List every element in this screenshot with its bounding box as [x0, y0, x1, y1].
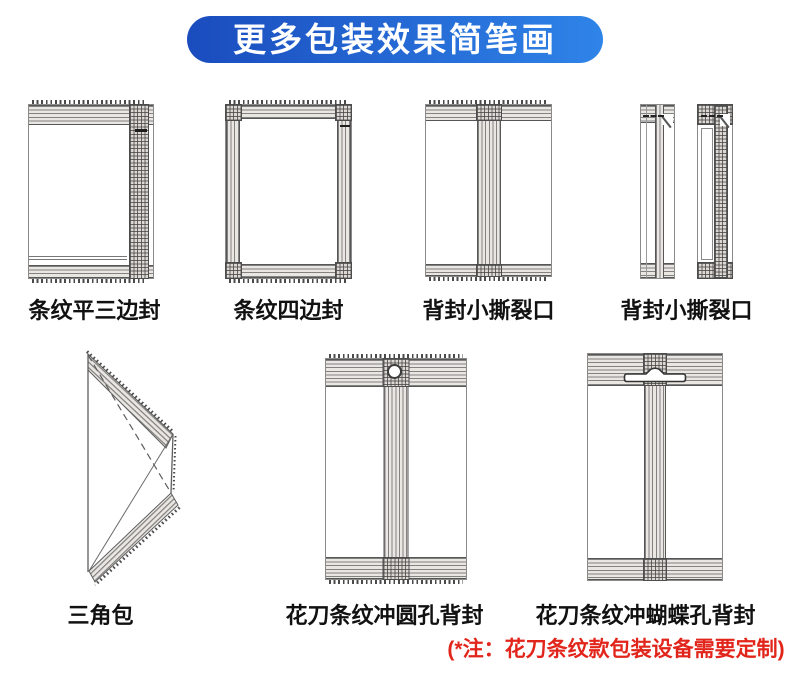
stripe-band-right [337, 105, 351, 278]
back-seal-band [714, 105, 728, 278]
serrated-edge-bottom [229, 279, 348, 283]
serrated-edge-top [32, 100, 146, 104]
seal-cross-bottom [475, 264, 502, 277]
seal-cross-top [475, 104, 502, 121]
bag-drawing-round-hole-back-seal [325, 354, 467, 584]
bag-body [325, 358, 467, 580]
corner-seal [225, 104, 242, 121]
back-seal-band [655, 105, 664, 278]
back-seal-band [476, 105, 501, 276]
corner-seal [335, 104, 352, 121]
bag-body [587, 353, 723, 581]
tear-line [643, 115, 664, 117]
bag-body [425, 104, 552, 277]
bag-drawing-striped-four-side-seal [225, 100, 352, 283]
title-banner: 更多包装效果简笔画 [187, 16, 603, 63]
stripe-band-left [226, 105, 240, 278]
serrated-edge-bottom [329, 580, 463, 584]
figure-label-back-seal-notch-1: 背封小撕裂口 [422, 298, 555, 323]
fold-line [646, 105, 647, 278]
corner-seal [335, 262, 352, 279]
figure-label-triangle-bag: 三角包 [67, 603, 134, 628]
corner-seal [225, 262, 242, 279]
seal-cross-bottom [382, 557, 410, 580]
butterfly-hang-hole [623, 367, 687, 383]
tear-line [701, 115, 723, 117]
figure-label-four-side-seal: 条纹四边封 [233, 298, 344, 323]
notch-cutout [720, 114, 730, 126]
seal-mark [340, 125, 350, 127]
bag-drawing-triangle [85, 350, 181, 586]
stripe-band-top [226, 105, 351, 119]
serrated-edge-top [329, 354, 463, 358]
bag-body [225, 104, 352, 279]
seal-mark [135, 129, 147, 132]
serrated-edge-bottom [429, 277, 548, 281]
stick-bag-right [697, 104, 733, 279]
bag-drawing-stick-pack-pair [640, 104, 733, 279]
figure-label-three-side-seal: 条纹平三边封 [28, 298, 161, 323]
bag-face-window [701, 128, 713, 260]
round-hang-hole [387, 364, 402, 379]
back-seal-band [383, 359, 409, 579]
bag-drawing-striped-three-side-seal [28, 100, 154, 283]
stripe-band-bottom [29, 265, 153, 278]
back-seal-band [644, 354, 666, 580]
bag-drawing-butterfly-hole-back-seal [587, 353, 723, 581]
notch-cutout [662, 114, 673, 125]
bag-body [28, 104, 154, 279]
bag-drawing-back-seal-tear-notch [425, 100, 552, 281]
figure-label-back-seal-notch-2: 背封小撕裂口 [620, 298, 753, 323]
seal-cross-bottom [643, 558, 667, 581]
footnote: (*注：花刀条纹款包装设备需要定制) [447, 638, 785, 661]
figure-label-round-hole: 花刀条纹冲圆孔背封 [285, 603, 484, 628]
stripe-band-top [29, 105, 153, 125]
serrated-edge-bottom [32, 279, 146, 283]
stripe-band-right [129, 104, 149, 279]
figure-label-butterfly-hole: 花刀条纹冲蝴蝶孔背封 [535, 603, 756, 628]
stick-bag-left [640, 104, 675, 279]
serrated-edge-top [229, 100, 348, 104]
serrated-edge-top [429, 100, 548, 104]
double-line [29, 256, 127, 260]
stripe-band-bottom [226, 264, 351, 278]
